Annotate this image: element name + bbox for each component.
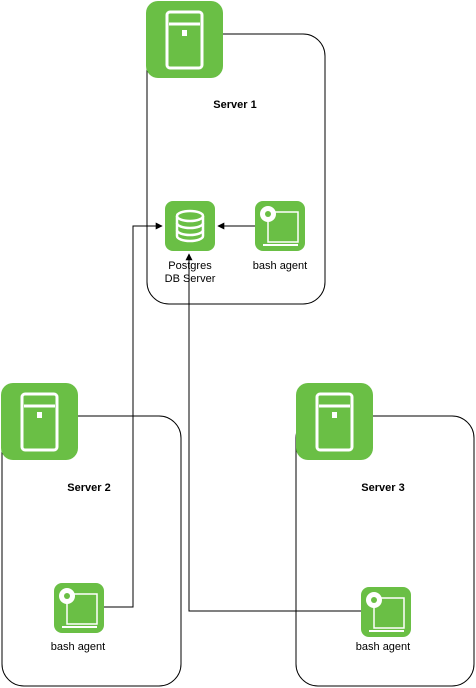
server-tower-icon	[1, 383, 78, 460]
server-2-title: Server 2	[67, 482, 111, 494]
server-tower-icon	[146, 1, 223, 78]
server-3-container[interactable]	[295, 415, 475, 687]
server-3-title: Server 3	[361, 482, 405, 494]
agent-s3-label: bash agent	[355, 641, 411, 653]
server-1-title: Server 1	[213, 99, 257, 111]
gear-monitor-icon[interactable]	[54, 583, 104, 633]
agent-s1-label: bash agent	[252, 260, 308, 272]
db-label: Postgres DB Server	[150, 260, 230, 286]
server-tower-icon	[296, 383, 373, 460]
connector-agent-s3-to-db	[185, 253, 361, 612]
db-label-line2: DB Server	[164, 273, 216, 285]
server-2-container[interactable]	[1, 415, 182, 687]
agent-s2-label: bash agent	[50, 641, 106, 653]
db-label-line1: Postgres	[168, 260, 212, 272]
database-icon[interactable]	[165, 201, 215, 251]
gear-monitor-icon[interactable]	[361, 587, 411, 637]
gear-monitor-icon[interactable]	[255, 201, 305, 251]
connector-agent-s2-to-db	[104, 222, 163, 608]
